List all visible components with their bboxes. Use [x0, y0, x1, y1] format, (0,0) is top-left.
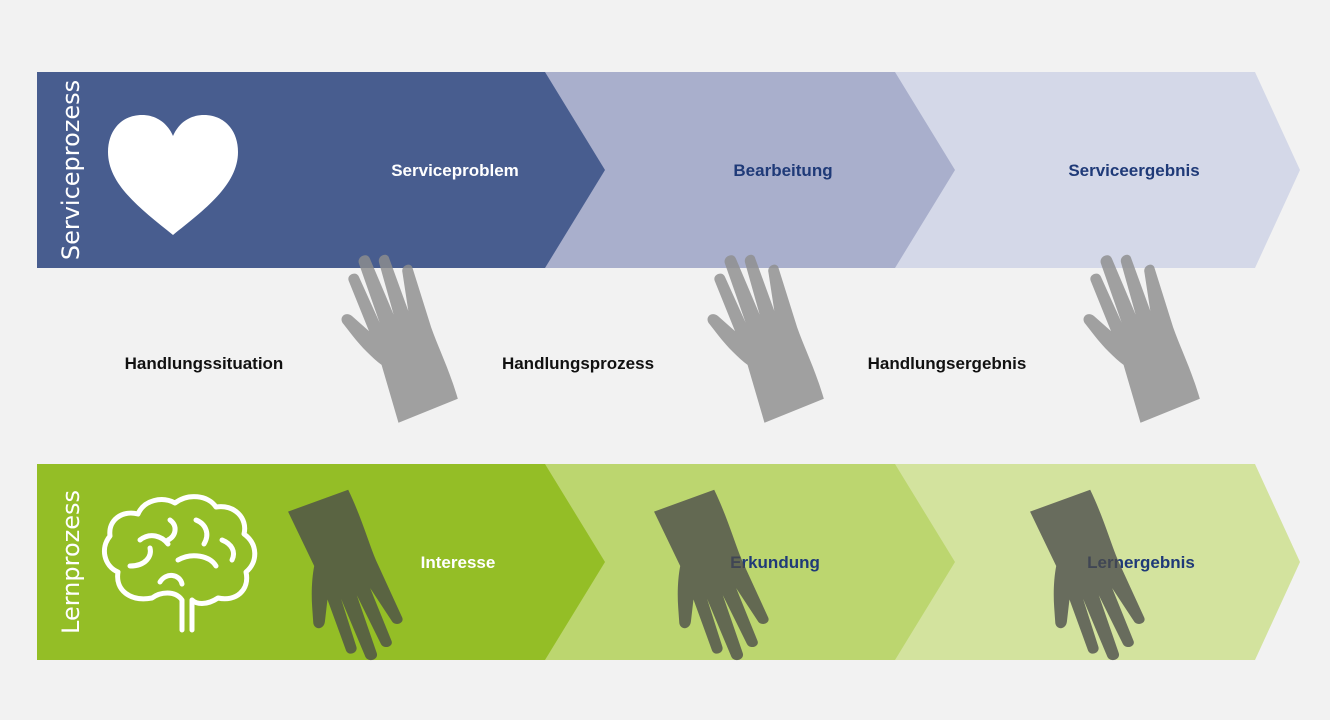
learning-row-label: Lernprozess: [57, 490, 85, 634]
service-step-3-label: Serviceergebnis: [1068, 161, 1199, 180]
service-step-3-arrow: [890, 72, 1300, 268]
service-step-1-label: Serviceproblem: [391, 161, 519, 180]
service-row-label: Serviceprozess: [57, 80, 85, 260]
learning-step-2-label: Erkundung: [730, 553, 820, 572]
connector-3-label: Handlungsergebnis: [868, 354, 1027, 373]
service-row: Serviceprozess Serviceproblem Bearbeitun…: [37, 72, 1300, 268]
connector-2-label: Handlungsprozess: [502, 354, 654, 373]
learning-step-2-arrow: [540, 464, 955, 660]
connector-1-label: Handlungssituation: [125, 354, 284, 373]
service-step-2-arrow: [540, 72, 955, 268]
brain-icon: [101, 494, 258, 633]
learning-step-1-label: Interesse: [421, 553, 496, 572]
service-step-2-label: Bearbeitung: [733, 161, 832, 180]
heart-icon: [108, 115, 238, 235]
